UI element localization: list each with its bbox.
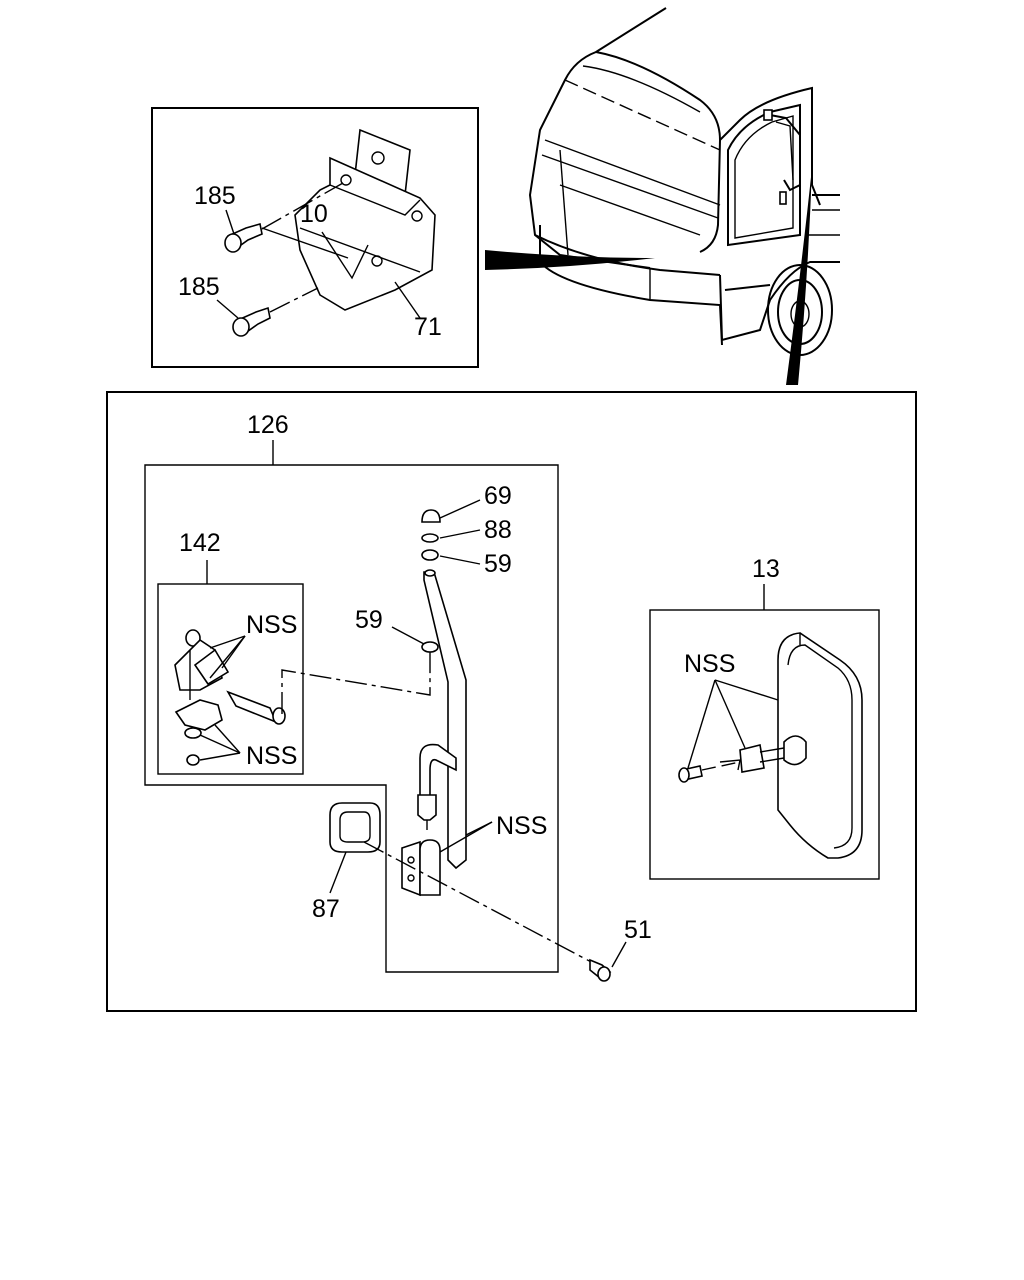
hinge-base [401,839,441,897]
washer-59-side [421,641,439,653]
label-nss-clamp-top: NSS [246,611,297,639]
label-seal-87: 87 [312,895,340,923]
bracket-inset: 10 185 185 71 [151,107,479,368]
label-screw-185-upper: 185 [194,182,236,210]
label-bracket-71: 71 [414,313,442,341]
label-bolt-51: 51 [624,916,652,944]
label-washer-88: 88 [484,516,512,544]
label-washer-59-top: 59 [484,550,512,578]
label-nss-clamp-bottom: NSS [246,742,297,770]
label-mirror-assy-13: 13 [752,555,780,583]
label-nss-stay: NSS [496,812,547,840]
mirror-13 [777,632,863,859]
svg-text:10: 10 [300,200,328,228]
label-nss-mirror: NSS [684,650,735,678]
main-frame [106,391,917,1012]
stay-rod [417,569,467,870]
label-screw-185-lower: 185 [178,273,220,301]
mirror-assy-group: 13 NSS [649,555,880,880]
bolt-51 [589,958,612,982]
mirror-stay-assy-group: 126 [144,411,559,973]
washer-59-top [421,549,439,561]
bracket-inset-frame [151,107,479,368]
truck-cab-illustration [485,7,840,385]
label-washer-59-side: 59 [355,606,383,634]
label-mirror-stay-assy-126: 126 [247,411,289,439]
bracket-71: 10 [294,128,436,319]
cap-69 [421,509,441,523]
mirror-mount [719,735,807,773]
clamp-assy-group: 142 NSS NSS [157,529,304,775]
label-cap-69: 69 [484,482,512,510]
washer-88 [421,533,439,543]
screw-185-lower [216,287,319,337]
screw-mirror [678,761,741,783]
screw-185-upper [224,182,344,253]
seal-87 [329,802,381,853]
label-clamp-assy-142: 142 [179,529,221,557]
